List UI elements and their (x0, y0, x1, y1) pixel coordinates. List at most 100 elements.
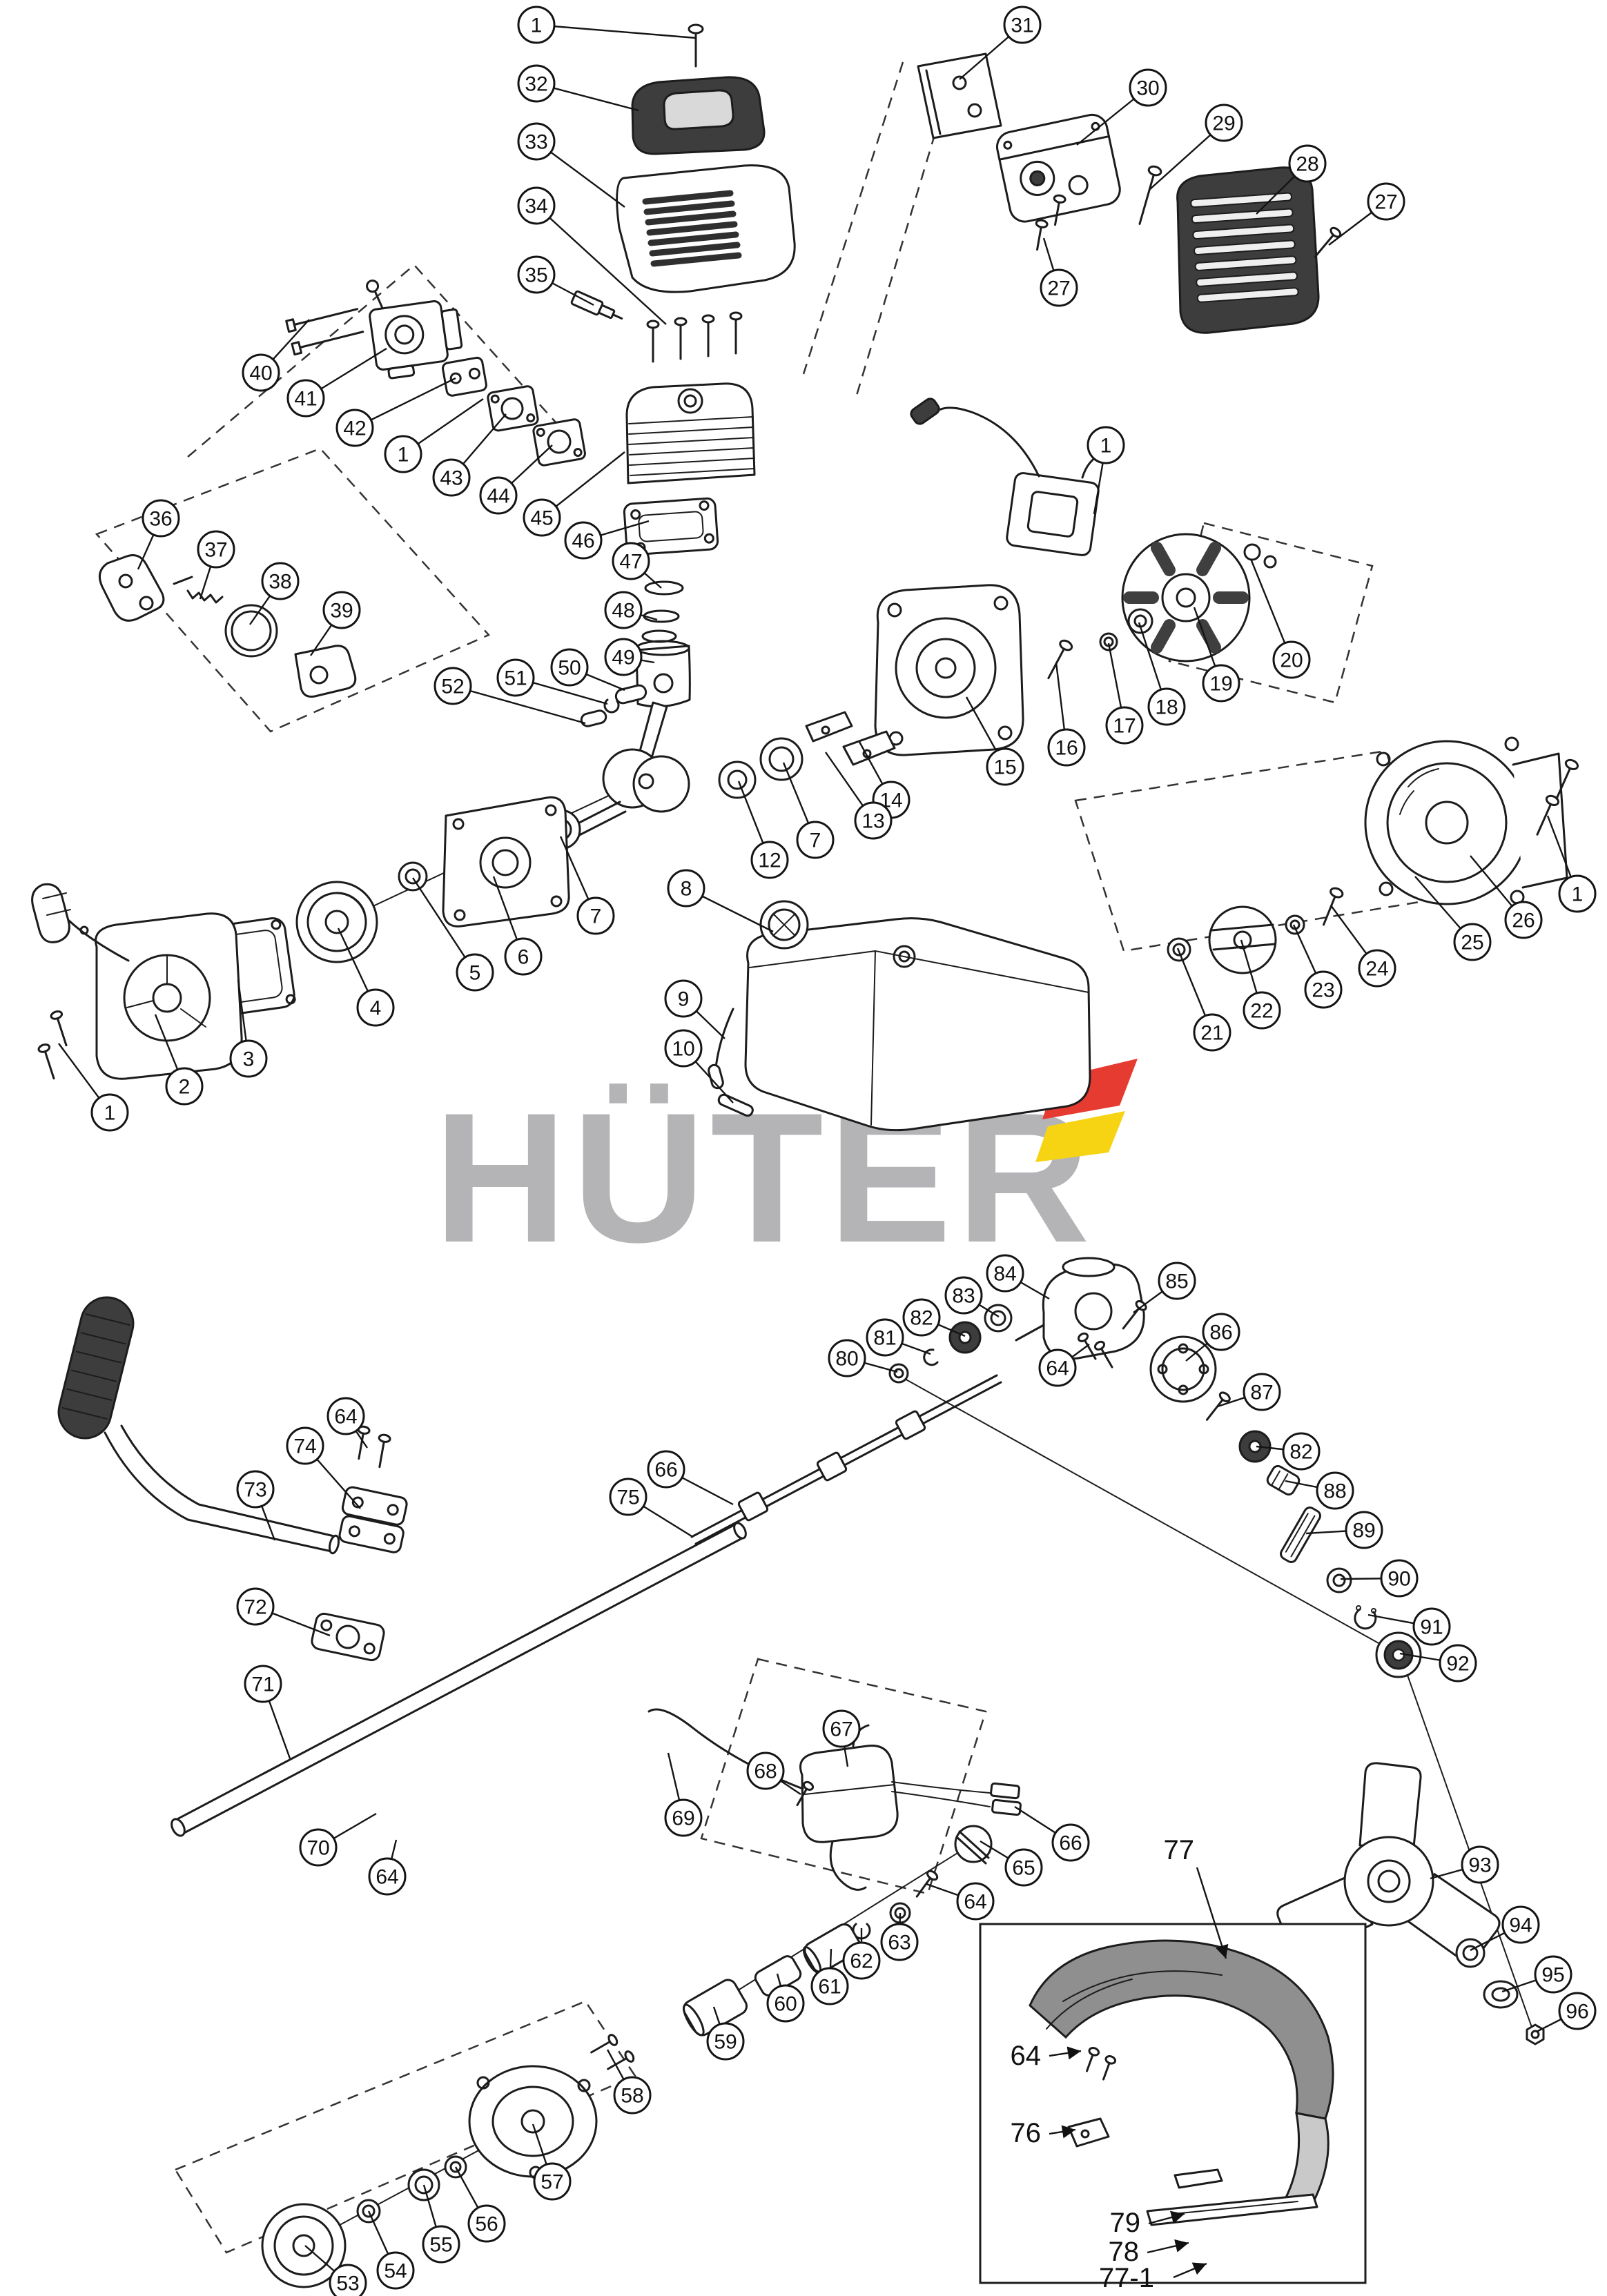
svg-text:66: 66 (1059, 1832, 1082, 1855)
svg-text:21: 21 (1200, 1022, 1223, 1045)
inset-leader-76 (1049, 2125, 1076, 2139)
callout-80: 80 (828, 1339, 866, 1377)
cylinder-gasket-art (623, 497, 719, 556)
dashed-group-lines (95, 61, 1433, 2254)
callout-15: 15 (986, 747, 1024, 786)
svg-text:10: 10 (672, 1038, 694, 1061)
callout-84: 84 (986, 1254, 1024, 1293)
muffler-bracket-art (917, 52, 1002, 139)
svg-text:87: 87 (1250, 1382, 1273, 1404)
screw-64d-art (915, 1870, 939, 1898)
muffler-bolt-art (1138, 165, 1162, 225)
callout-87: 87 (1243, 1373, 1281, 1411)
svg-text:80: 80 (835, 1348, 858, 1371)
callout-34: 34 (517, 186, 556, 225)
callout-70: 70 (299, 1828, 338, 1867)
guard-art (1029, 1939, 1334, 2226)
svg-text:66: 66 (654, 1459, 677, 1482)
callout-27: 27 (1367, 182, 1405, 221)
svg-text:49: 49 (612, 647, 634, 669)
svg-text:39: 39 (330, 600, 353, 622)
callout-56: 56 (467, 2204, 506, 2243)
inset-leader-77 (1196, 1867, 1229, 1959)
callout-93: 93 (1461, 1845, 1499, 1884)
blade-cup-art (1483, 1980, 1519, 2009)
svg-text:67: 67 (830, 1718, 853, 1741)
circlip-91-art (1354, 1605, 1377, 1630)
callout-9: 9 (664, 979, 703, 1018)
callout-51: 51 (496, 658, 535, 697)
callout-43: 43 (432, 458, 471, 497)
callout-95: 95 (1534, 1955, 1572, 1994)
callout-7: 7 (576, 896, 615, 935)
flywheel-art (1121, 533, 1251, 663)
svg-text:64: 64 (964, 1891, 986, 1914)
drive-shaft-art (690, 1374, 1002, 1545)
svg-text:40: 40 (249, 362, 272, 385)
inset-label-77-1: 77-1 (1099, 2263, 1154, 2293)
pawl-spring-art (186, 589, 224, 604)
callout-12: 12 (750, 841, 789, 879)
svg-text:96: 96 (1566, 2001, 1588, 2023)
callout-30: 30 (1129, 68, 1167, 107)
svg-text:6: 6 (518, 946, 529, 969)
callout-47: 47 (612, 542, 650, 580)
washer-18-art (1127, 608, 1153, 634)
callout-67: 67 (822, 1709, 861, 1748)
callout-91: 91 (1412, 1607, 1451, 1646)
leader-line-34 (536, 205, 667, 325)
svg-text:88: 88 (1323, 1480, 1346, 1503)
callout-53: 53 (329, 2264, 367, 2296)
svg-text:24: 24 (1365, 958, 1388, 981)
svg-text:18: 18 (1155, 696, 1178, 719)
svg-text:1: 1 (531, 14, 543, 37)
svg-text:61: 61 (818, 1976, 841, 1999)
inset-label-77: 77 (1164, 1835, 1195, 1865)
svg-text:7: 7 (590, 905, 602, 928)
svg-text:32: 32 (525, 73, 547, 96)
gearhead-bolts-art (1077, 1332, 1113, 1368)
callout-54: 54 (376, 2251, 415, 2290)
callout-82: 82 (1282, 1432, 1321, 1471)
callout-20: 20 (1272, 640, 1311, 679)
circlip-81-art (923, 1348, 939, 1366)
svg-text:38: 38 (269, 571, 291, 593)
svg-text:57: 57 (540, 2171, 563, 2194)
svg-text:75: 75 (616, 1486, 639, 1509)
callout-28: 28 (1288, 144, 1327, 183)
callout-24: 24 (1358, 949, 1396, 988)
air-filter-cover-art (631, 76, 766, 155)
svg-text:48: 48 (612, 600, 634, 622)
starter-housing-art (31, 883, 243, 1080)
svg-text:54: 54 (384, 2260, 407, 2283)
svg-text:7: 7 (810, 830, 821, 852)
callout-19: 19 (1202, 664, 1240, 703)
inset-label-79: 79 (1110, 2208, 1141, 2238)
svg-text:2: 2 (179, 1076, 191, 1099)
callout-83: 83 (944, 1276, 983, 1315)
svg-text:13: 13 (861, 810, 884, 833)
callout-85: 85 (1158, 1262, 1196, 1300)
svg-text:51: 51 (504, 667, 527, 690)
fan-cover-screws-art (1536, 758, 1579, 836)
svg-text:19: 19 (1209, 673, 1232, 696)
callout-32: 32 (517, 64, 556, 103)
callout-8: 8 (667, 869, 705, 907)
crankshaft-art (493, 701, 690, 867)
svg-text:34: 34 (525, 195, 547, 218)
inset-leader-79 (1148, 2210, 1185, 2225)
callout-74: 74 (286, 1426, 324, 1465)
muffler-screws-art (1035, 194, 1067, 251)
crankcase-half-art (442, 796, 570, 928)
svg-text:47: 47 (619, 551, 642, 573)
clutch-housing-57-art (468, 2065, 598, 2179)
svg-text:37: 37 (204, 539, 227, 562)
svg-text:15: 15 (993, 756, 1016, 779)
callout-35: 35 (517, 255, 556, 294)
callout-48: 48 (604, 591, 643, 629)
callout-16: 16 (1047, 728, 1086, 767)
inset-leader-78 (1147, 2239, 1189, 2254)
pinion-88-art (1266, 1464, 1301, 1496)
callout-52: 52 (434, 667, 472, 705)
svg-text:94: 94 (1509, 1914, 1532, 1937)
